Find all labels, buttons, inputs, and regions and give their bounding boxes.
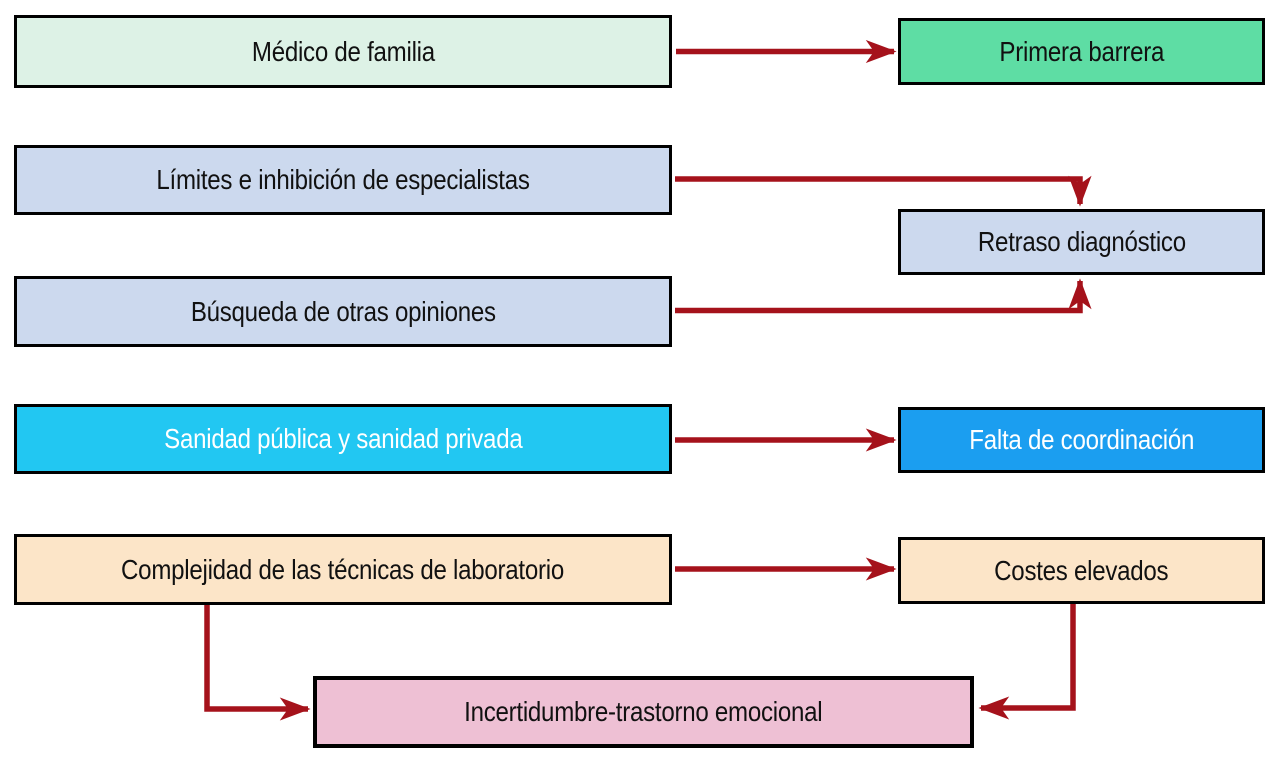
node-primera-barrera: Primera barrera [898,18,1265,85]
node-label: Búsqueda de otras opiniones [190,295,496,327]
node-label: Retraso diagnóstico [977,226,1186,257]
node-sanidad-publica-privada: Sanidad pública y sanidad privada [14,404,672,474]
node-label: Médico de familia [251,35,435,67]
arrow-costes-to-incertidumbre [978,602,1076,720]
arrow-limites-to-retraso [675,175,1092,207]
node-label: Incertidumbre-trastorno emocional [464,696,823,727]
node-complejidad-tecnicas: Complejidad de las técnicas de laborator… [14,534,672,605]
node-falta-coordinacion: Falta de coordinación [898,407,1265,473]
node-label: Primera barrera [999,35,1164,67]
node-costes-elevados: Costes elevados [898,537,1265,604]
node-retraso-diagnostico: Retraso diagnóstico [898,209,1265,275]
node-label: Falta de coordinación [969,424,1194,455]
node-medico-de-familia: Médico de familia [14,15,672,88]
node-label: Costes elevados [994,554,1169,586]
node-busqueda-opiniones: Búsqueda de otras opiniones [14,276,672,347]
node-incertidumbre-emocional: Incertidumbre-trastorno emocional [313,676,974,748]
node-label: Sanidad pública y sanidad privada [163,423,523,454]
node-label: Complejidad de las técnicas de laborator… [121,553,565,585]
node-limites-especialistas: Límites e inhibición de especialistas [14,145,672,215]
node-label: Límites e inhibición de especialistas [156,164,530,195]
arrow-complejidad-to-incertidumbre [204,603,311,721]
arrow-busqueda-to-retraso [675,278,1092,314]
